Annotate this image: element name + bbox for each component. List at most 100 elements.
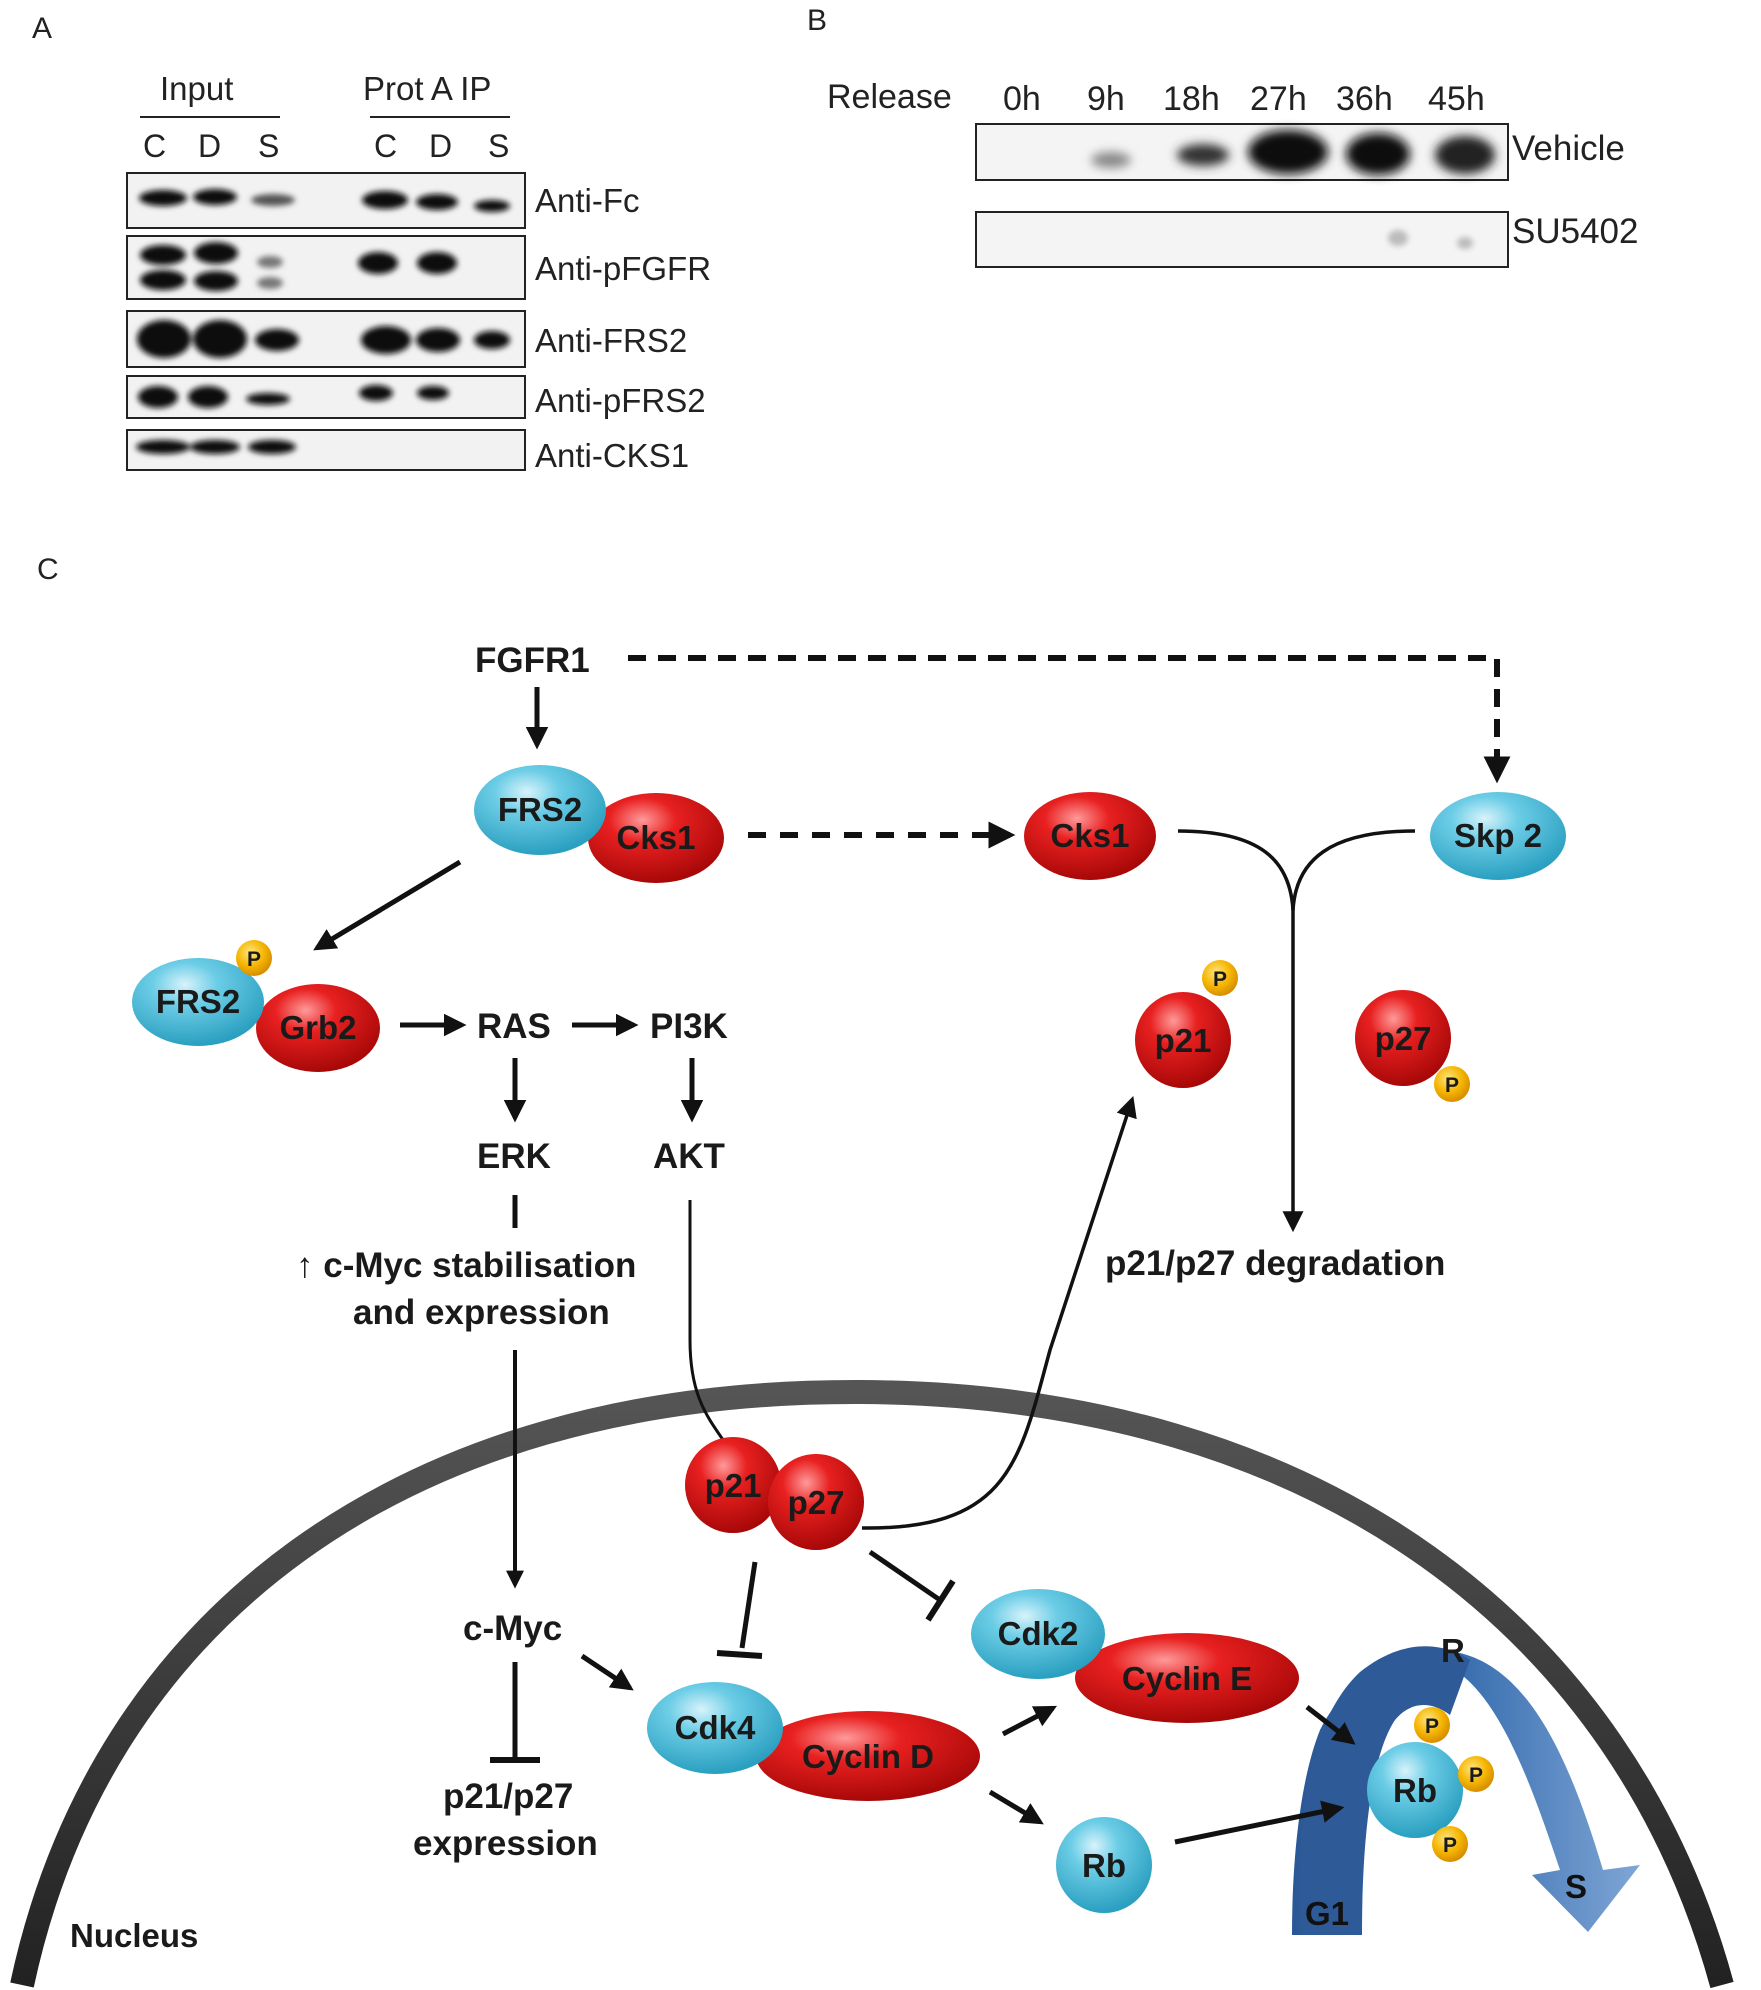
p21p27-inhibits-cdk4-line [739, 1561, 758, 1649]
blot-anti-fc [126, 172, 526, 229]
akt-label: AKT [653, 1137, 725, 1176]
myc-stabilisation-line2: and expression [353, 1293, 610, 1332]
cmyc-label: c-Myc [463, 1609, 562, 1648]
blot-row-label: Anti-CKS1 [535, 437, 689, 474]
lane-label: D [429, 128, 452, 164]
pi3k-label: PI3K [650, 1007, 728, 1046]
blot-vehicle [975, 123, 1509, 181]
cdk2-label: Cdk2 [998, 1615, 1079, 1652]
panel-a-label: A [32, 12, 52, 45]
ip-group-label: Prot A IP [363, 70, 491, 107]
ras-label: RAS [477, 1007, 551, 1046]
inhibition-bar [925, 1579, 956, 1622]
phospho-label: P [1443, 1834, 1457, 1857]
frs2-phospho-protein [132, 958, 264, 1046]
dashed-arrow-fgfr1-to-skp2 [628, 655, 1511, 784]
arrow-frs2-to-grb2-complex [313, 859, 462, 951]
nuclear-membrane [10, 1379, 1734, 1989]
blot-anti-pfrs2 [126, 375, 526, 419]
cell-cycle-arrow-body [1300, 1646, 1470, 1935]
blot-anti-cks1 [126, 429, 526, 471]
cdk4-label: Cdk4 [675, 1709, 756, 1746]
skp2-label: Skp 2 [1454, 817, 1542, 854]
time-label: 0h [1003, 80, 1041, 118]
lane-label: S [258, 128, 279, 164]
skp2-to-degradation-line [1291, 829, 1416, 911]
myc-stabilisation-line1: ↑ c-Myc stabilisation [296, 1246, 636, 1285]
blot-row-label: SU5402 [1512, 212, 1638, 251]
rb-free-label: Rb [1082, 1847, 1126, 1884]
time-label: 36h [1336, 80, 1393, 118]
lane-labels: C D S C D S [143, 128, 509, 164]
arrow-cyclind-to-rb [988, 1789, 1044, 1825]
panel-b-label: B [807, 4, 827, 37]
cks1-bound-label: Cks1 [617, 819, 696, 856]
time-label: 18h [1163, 80, 1220, 118]
rb-phospho-protein [1367, 1742, 1463, 1838]
arrow-rb-to-phospho-rb [1174, 1800, 1345, 1845]
rb-free-protein [1056, 1817, 1152, 1913]
cyclin-e-label: Cyclin E [1122, 1660, 1252, 1697]
phospho-badge [1458, 1756, 1494, 1792]
nucleus-label: Nucleus [70, 1917, 198, 1954]
phospho-label: P [1469, 1764, 1483, 1787]
lane-label: D [198, 128, 221, 164]
phospho-label: P [1213, 968, 1227, 991]
cell-cycle-arrow [1292, 1650, 1640, 1935]
blot-row-label: Vehicle [1512, 129, 1625, 168]
blot-row-label: Anti-Fc [535, 182, 640, 219]
release-label: Release [827, 78, 952, 116]
time-label: 27h [1250, 80, 1307, 118]
s-phase-label: S [1565, 1868, 1587, 1905]
cks1-bound-protein [588, 793, 724, 883]
p21-nuclear-protein [685, 1437, 781, 1533]
g1-label: G1 [1305, 1895, 1349, 1932]
p21-free-label: p21 [1155, 1022, 1212, 1059]
phospho-label: P [247, 948, 261, 971]
grb2-protein [256, 984, 380, 1072]
cyclin-d-label: Cyclin D [802, 1738, 934, 1775]
cdk2-protein [971, 1589, 1105, 1679]
cks1-free-label: Cks1 [1051, 817, 1130, 854]
blot-row-label: Anti-pFRS2 [535, 382, 706, 419]
phospho-badge [1202, 960, 1238, 996]
input-group-label: Input [160, 70, 233, 107]
cyclin-e-protein [1075, 1633, 1299, 1723]
phospho-badge [236, 940, 272, 976]
p21-free-protein [1135, 992, 1231, 1088]
phospho-label: P [1425, 1715, 1439, 1738]
blot-row-label: Anti-FRS2 [535, 322, 687, 359]
skp2-protein [1430, 792, 1566, 880]
rb-phospho-label: Rb [1393, 1772, 1437, 1809]
blot-anti-frs2 [126, 310, 526, 368]
arrow-cmyc-to-cdk4 [580, 1653, 634, 1691]
panel-c-label: C [37, 553, 59, 586]
blot-row-label: Anti-pFGFR [535, 250, 711, 287]
lane-label: C [374, 128, 397, 164]
blot-su5402 [975, 211, 1509, 268]
inhibition-bar [716, 1650, 763, 1659]
lane-label: C [143, 128, 166, 164]
time-labels: 0h 9h 18h 27h 36h 45h [1003, 80, 1485, 118]
frs2-phospho-label: FRS2 [156, 983, 240, 1020]
arrow-cyclind-to-cdk2 [1001, 1705, 1057, 1737]
cks1-free-protein [1024, 792, 1156, 880]
erk-label: ERK [477, 1137, 551, 1176]
phospho-badge [1414, 1707, 1450, 1743]
export-arrow-to-cytoplasm [861, 1096, 1137, 1530]
arrow-cycline-to-rb [1305, 1705, 1356, 1745]
cks1-to-degradation-line [1177, 829, 1295, 911]
frs2-protein [474, 765, 606, 855]
phospho-badge [1432, 1826, 1468, 1862]
p27-free-label: p27 [1375, 1020, 1432, 1057]
p27-free-protein [1355, 990, 1451, 1086]
lane-label: S [488, 128, 509, 164]
expression-label-line2: expression [413, 1824, 598, 1863]
grb2-label: Grb2 [279, 1009, 356, 1046]
p27-nuclear-protein [768, 1454, 864, 1550]
expression-label-line1: p21/p27 [443, 1777, 573, 1816]
p21-nuclear-label: p21 [705, 1467, 762, 1504]
p27-nuclear-label: p27 [788, 1484, 845, 1521]
blot-anti-pfgfr [126, 235, 526, 300]
